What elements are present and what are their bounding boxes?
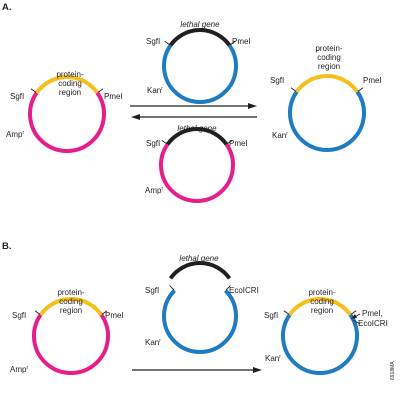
region-label-line-1: protein-	[56, 70, 83, 79]
amp-backbone-arc	[159, 143, 235, 203]
ecoicri-label: EcoICRI	[358, 319, 388, 328]
sgfi-label: SgfI	[145, 286, 159, 295]
panel-a-top-plasmid: lethal gene SgfI PmeI Kanr	[146, 20, 251, 104]
region-label-line-3: region	[311, 306, 333, 315]
sgfi-site-tick	[283, 310, 290, 315]
sgfi-site-tick	[169, 285, 175, 291]
panel-a-label: A.	[2, 2, 12, 13]
sgfi-site-tick	[30, 88, 37, 93]
sgfi-label: SgfI	[146, 37, 160, 46]
arrowhead	[253, 367, 262, 373]
protein-coding-region-arc	[295, 74, 359, 93]
kan-marker-label: Kanr	[265, 354, 281, 363]
kan-backbone-arc	[162, 44, 238, 104]
amp-marker-label: Ampr	[145, 186, 163, 195]
lethal-gene-label: lethal gene	[177, 124, 217, 133]
sgfi-label: SgfI	[264, 311, 278, 320]
reaction-arrow	[132, 367, 262, 373]
pmei-label: PmeI	[104, 92, 123, 101]
pmei-pointer-arrowhead	[351, 314, 357, 319]
sgfi-label: SgfI	[10, 92, 24, 101]
kan-backbone-arc	[281, 313, 359, 375]
region-label-line-2: coding	[310, 297, 334, 306]
panel-b-left-plasmid: protein- coding region SgfI PmeI Ampr	[10, 288, 124, 375]
kan-marker-label: Kanr	[272, 131, 288, 140]
protein-coding-region-arc	[288, 297, 352, 316]
panel-a-bottom-plasmid: lethal gene SgfI PmeI Ampr	[145, 124, 248, 203]
pmei-site-tick	[227, 139, 233, 145]
ecoicri-label: EcoICRI	[229, 286, 259, 295]
region-label-line-3: region	[59, 88, 81, 97]
pmei-site-tick	[101, 310, 108, 315]
amp-backbone-arc	[32, 313, 110, 375]
figure-code: 6918MA	[390, 361, 396, 380]
panel-b-right-plasmid: protein- coding region SgfI PmeI, EcoICR…	[264, 288, 388, 375]
kan-marker-label: Kanr	[147, 86, 163, 95]
pmei-site-tick	[357, 87, 364, 92]
pmei-label: PmeI	[232, 37, 251, 46]
pmei-label: PmeI	[105, 311, 124, 320]
sgfi-label: SgfI	[12, 311, 26, 320]
reversible-reaction-arrows	[130, 103, 257, 120]
lethal-gene-arc	[168, 28, 232, 47]
region-label-line-3: region	[318, 62, 340, 71]
panel-a-right-plasmid: protein- coding region SgfI PmeI Kanr	[270, 44, 382, 152]
lethal-gene-label: lethal gene	[179, 254, 219, 263]
region-label-line-1: protein-	[315, 44, 342, 53]
lethal-gene-label: lethal gene	[180, 20, 220, 29]
ecoicri-site-tick	[225, 285, 231, 291]
region-label-line-2: coding	[317, 53, 341, 62]
protein-coding-region-arc	[35, 75, 99, 94]
kan-backbone-arc	[162, 289, 238, 354]
pmei-label: PmeI,	[362, 309, 383, 318]
pmei-label: PmeI	[363, 76, 382, 85]
forward-arrowhead	[248, 103, 257, 109]
sgfi-site-tick	[164, 40, 170, 46]
reverse-arrowhead	[131, 114, 140, 120]
amp-backbone-arc	[28, 91, 106, 153]
kan-marker-label: Kanr	[145, 338, 161, 347]
lethal-gene-fragment-arc	[168, 261, 232, 280]
panel-b-label: B.	[2, 241, 12, 252]
amp-marker-label: Ampr	[10, 365, 28, 374]
pmei-label: PmeI	[229, 139, 248, 148]
pmei-site-tick	[97, 88, 104, 93]
region-label-line-2: coding	[59, 297, 83, 306]
region-label-line-1: protein-	[308, 288, 335, 297]
ecoicri-pointer-line	[352, 319, 361, 325]
region-label-line-2: coding	[58, 79, 82, 88]
sgfi-site-tick	[290, 87, 297, 92]
panel-b-middle-plasmid: lethal gene SgfI EcoICRI Kanr	[145, 254, 259, 354]
sgfi-site-tick	[34, 310, 41, 315]
panel-a-left-plasmid: protein- coding region SgfI PmeI Ampr	[6, 70, 123, 153]
pmei-site-tick	[230, 40, 236, 46]
sgfi-label: SgfI	[146, 139, 160, 148]
amp-marker-label: Ampr	[6, 130, 24, 139]
protein-coding-region-arc	[39, 297, 103, 316]
kan-backbone-arc	[288, 90, 366, 152]
lethal-gene-arc	[165, 127, 229, 146]
sgfi-label: SgfI	[270, 76, 284, 85]
sgfi-site-tick	[161, 139, 167, 145]
region-label-line-3: region	[60, 306, 82, 315]
pmei-ecoicri-site-tick	[350, 310, 357, 315]
region-label-line-1: protein-	[57, 288, 84, 297]
